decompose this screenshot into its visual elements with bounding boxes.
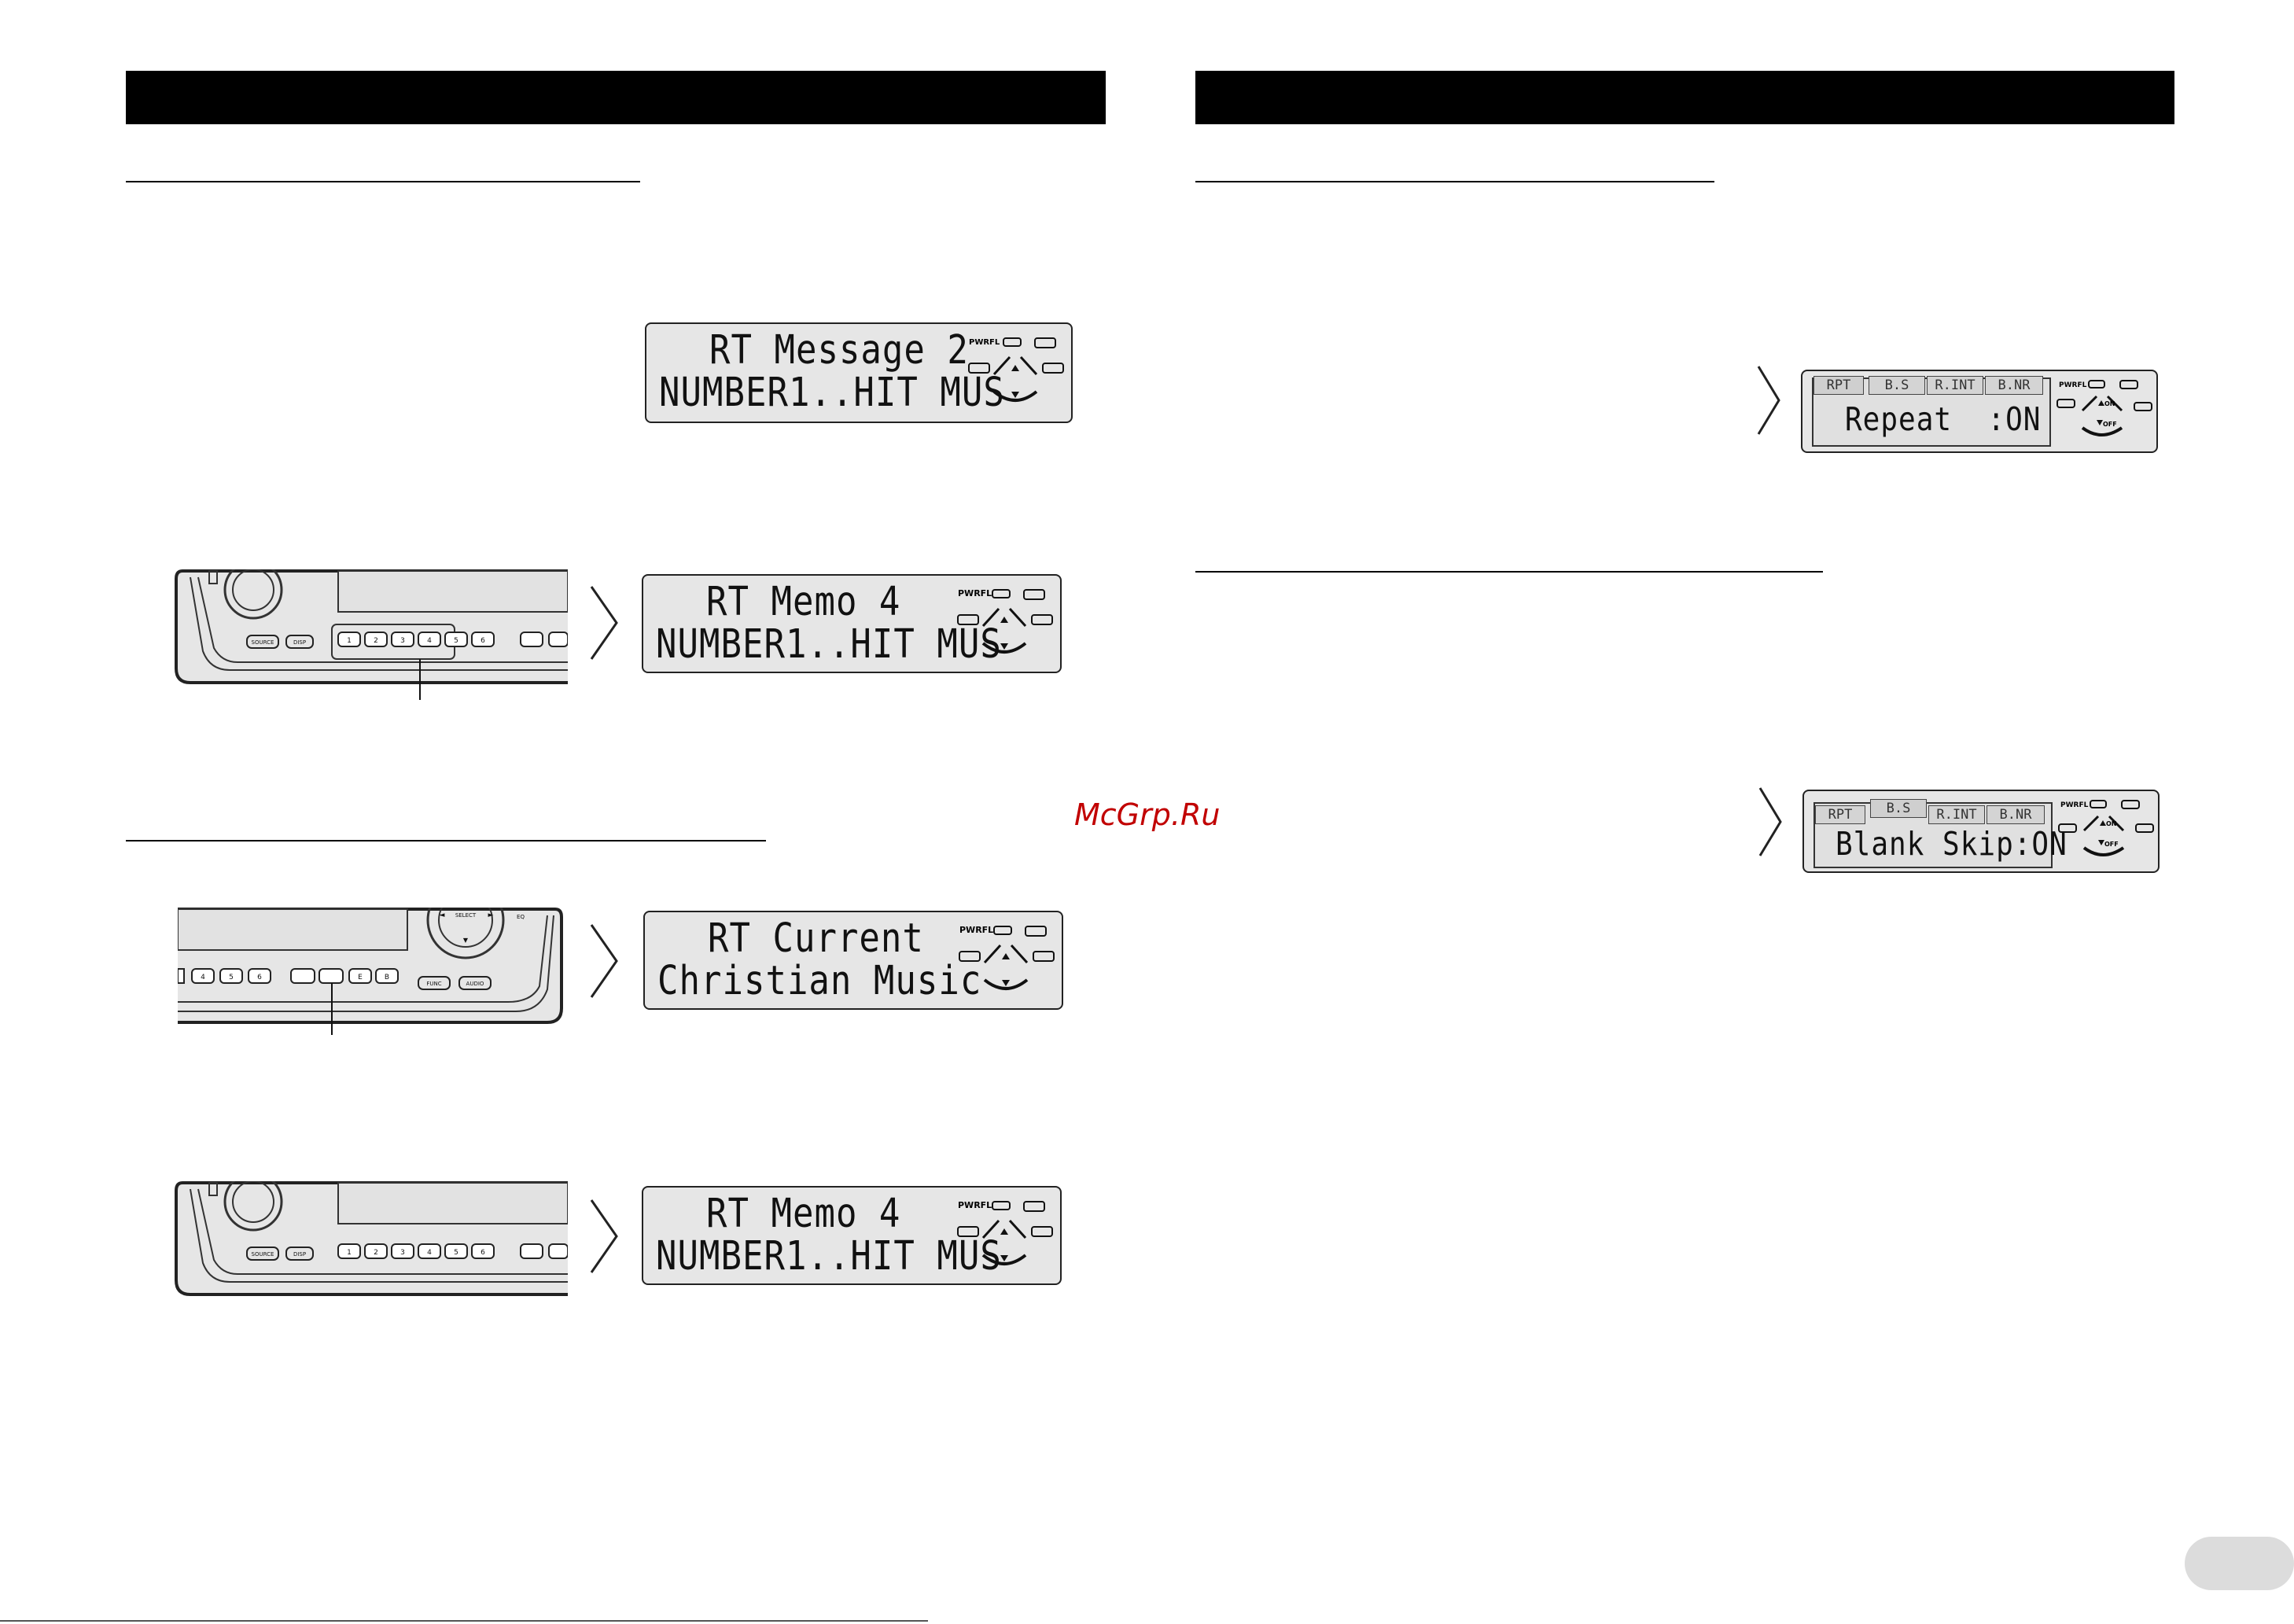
svg-text:4: 4 bbox=[201, 974, 205, 981]
watermark: McGrp.Ru bbox=[1074, 797, 1221, 832]
head-unit-illustration: SOURCE DISP 1 2 3 4 5 6 bbox=[175, 569, 568, 684]
left-section-rule-2 bbox=[126, 840, 766, 841]
svg-text:►: ► bbox=[488, 911, 494, 919]
tab-rpt: RPT bbox=[1815, 805, 1865, 824]
display-rt-message: RT Message 2 NUMBER1..HIT MUS PWRFL bbox=[645, 322, 1073, 423]
right-header-bar bbox=[1195, 71, 2174, 124]
control-dial-icon: PWRFL bbox=[959, 925, 1055, 990]
control-dial-icon: PWRFL ON OFF bbox=[2056, 380, 2152, 436]
source-label: SOURCE bbox=[252, 639, 274, 646]
control-dial-icon: PWRFL bbox=[957, 588, 1053, 654]
tab-bs: B.S bbox=[1870, 799, 1927, 818]
display-rt-memo-b: RT Memo 4 NUMBER1..HIT MUS PWRFL bbox=[642, 1186, 1062, 1285]
on-label: ON bbox=[2106, 820, 2117, 827]
select-label: SELECT bbox=[455, 912, 477, 919]
svg-text:◄: ◄ bbox=[440, 911, 445, 919]
head-unit-illustration-right: SELECT ◄ ► ▼ EQ 4 5 6 E B FUNC AUDIO bbox=[178, 908, 563, 1024]
display-line-2: NUMBER1..HIT MUS bbox=[656, 621, 1002, 668]
next-arrow-icon bbox=[590, 586, 618, 660]
off-label: OFF bbox=[2104, 841, 2119, 848]
bottom-edge-line bbox=[0, 1620, 928, 1622]
svg-text:6: 6 bbox=[257, 974, 262, 981]
next-arrow-icon bbox=[1758, 787, 1782, 856]
svg-text:6: 6 bbox=[481, 1249, 485, 1257]
tab-bs: B.S bbox=[1869, 376, 1925, 395]
svg-text:6: 6 bbox=[481, 637, 485, 645]
display-repeat: RPT B.S R.INT B.NR Repeat :ON PWRFL ON O… bbox=[1801, 370, 2158, 453]
left-header-bar bbox=[126, 71, 1106, 124]
svg-text:5: 5 bbox=[454, 1249, 458, 1257]
control-dial-icon: PWRFL bbox=[957, 1200, 1053, 1265]
page-number-tab bbox=[2185, 1537, 2294, 1590]
display-rt-memo-a: RT Memo 4 NUMBER1..HIT MUS PWRFL bbox=[642, 574, 1062, 673]
head-unit-illustration: SOURCE DISP 1 2 3 4 5 6 bbox=[175, 1181, 568, 1296]
left-section-rule-1 bbox=[126, 181, 640, 182]
pwrfl-label: PWRFL bbox=[959, 925, 993, 935]
control-dial-icon: PWRFL ON OFF bbox=[2058, 800, 2154, 856]
pwrfl-label: PWRFL bbox=[958, 1200, 992, 1210]
svg-text:4: 4 bbox=[427, 1249, 432, 1257]
svg-text:1: 1 bbox=[347, 637, 352, 645]
pwrfl-label: PWRFL bbox=[2060, 801, 2089, 809]
off-label: OFF bbox=[2103, 421, 2117, 428]
next-arrow-icon bbox=[590, 1199, 618, 1273]
svg-text:3: 3 bbox=[400, 637, 405, 645]
tab-bnr: B.NR bbox=[1987, 805, 2045, 824]
display-blank-skip: RPT B.S R.INT B.NR Blank Skip:ON PWRFL O… bbox=[1802, 790, 2160, 873]
display-line-1: RT Current bbox=[708, 915, 924, 962]
callout-line bbox=[419, 683, 421, 700]
tab-rint: R.INT bbox=[1927, 376, 1983, 395]
audio-label: AUDIO bbox=[466, 981, 484, 987]
eq-label: EQ bbox=[517, 914, 525, 920]
svg-text:2: 2 bbox=[374, 1249, 378, 1257]
right-section-rule-2 bbox=[1195, 571, 1823, 573]
pwrfl-label: PWRFL bbox=[2059, 381, 2087, 389]
svg-text:5: 5 bbox=[229, 974, 234, 981]
display-line-1: RT Memo 4 bbox=[706, 579, 901, 625]
pwrfl-label: PWRFL bbox=[958, 588, 992, 598]
pwrfl-label: PWRFL bbox=[969, 338, 1000, 347]
svg-text:5: 5 bbox=[454, 637, 458, 645]
display-line-1: RT Memo 4 bbox=[706, 1191, 901, 1237]
func-label: FUNC bbox=[426, 981, 441, 987]
disp-label: DISP bbox=[293, 639, 306, 646]
display-line: Blank Skip:ON bbox=[1836, 826, 2068, 864]
callout-line bbox=[331, 1022, 333, 1035]
tab-rpt: RPT bbox=[1813, 376, 1864, 395]
svg-text:3: 3 bbox=[400, 1249, 405, 1257]
control-dial-icon: PWRFL bbox=[968, 337, 1064, 402]
next-arrow-icon bbox=[590, 924, 618, 998]
display-line-2: Christian Music bbox=[657, 958, 982, 1004]
svg-text:1: 1 bbox=[347, 1249, 352, 1257]
disp-label: DISP bbox=[293, 1251, 306, 1258]
e-label: E bbox=[358, 974, 363, 981]
svg-text:2: 2 bbox=[374, 637, 378, 645]
display-line-1: RT Message 2 bbox=[709, 327, 969, 374]
right-section-rule-1 bbox=[1195, 181, 1714, 182]
tab-rint: R.INT bbox=[1928, 805, 1985, 824]
display-line-2: NUMBER1..HIT MUS bbox=[656, 1233, 1002, 1280]
svg-text:▼: ▼ bbox=[463, 937, 469, 944]
tab-bnr: B.NR bbox=[1985, 376, 2043, 395]
display-rt-current: RT Current Christian Music PWRFL bbox=[643, 911, 1063, 1010]
svg-text:4: 4 bbox=[427, 637, 432, 645]
on-label: ON bbox=[2104, 400, 2115, 407]
source-label: SOURCE bbox=[252, 1251, 274, 1258]
b-label: B bbox=[385, 974, 389, 981]
next-arrow-icon bbox=[1757, 366, 1780, 435]
display-line: Repeat :ON bbox=[1845, 401, 2042, 439]
